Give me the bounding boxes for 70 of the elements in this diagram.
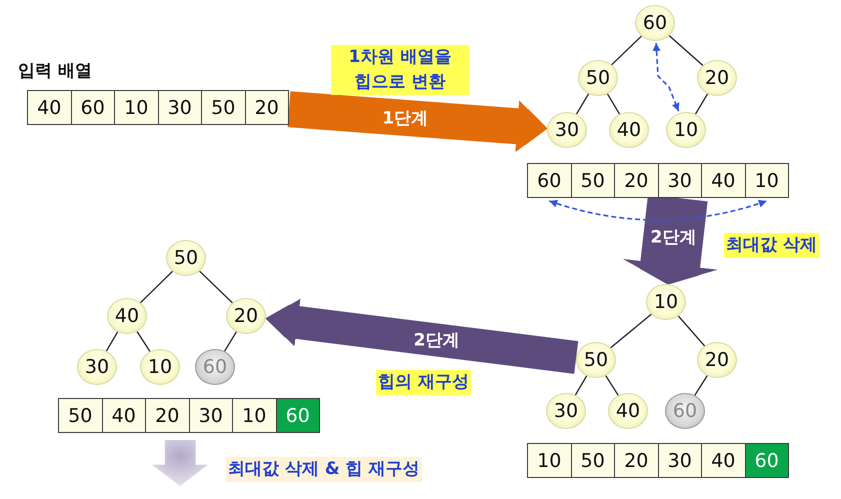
tree-node: 40 xyxy=(609,112,649,148)
tree-node: 60 xyxy=(635,5,675,41)
tree-node: 20 xyxy=(226,298,266,334)
array-cell: 40 xyxy=(27,90,72,125)
double-arrow xyxy=(549,200,767,221)
tree-edge xyxy=(136,331,150,352)
tree-edge xyxy=(605,375,619,396)
block-arrow xyxy=(288,91,548,152)
tree-edge xyxy=(574,376,588,396)
tree-node: 40 xyxy=(608,393,648,429)
tree-node: 40 xyxy=(107,298,147,334)
array-cell: 40 xyxy=(701,163,746,198)
tree-node: 10 xyxy=(140,349,180,385)
tree-edge xyxy=(610,314,652,348)
double-arrow xyxy=(652,42,680,112)
array-cell: 40 xyxy=(102,398,146,433)
tree-node: 50 xyxy=(578,60,618,96)
array-cell: 30 xyxy=(658,443,702,478)
array-cell: 20 xyxy=(244,90,289,125)
array-cell: 50 xyxy=(570,443,615,478)
array-cell: 10 xyxy=(232,398,276,433)
array-heading: 입력 배열 xyxy=(18,60,92,82)
tree-edge xyxy=(611,36,642,66)
step-caption: 힙의 재구성 xyxy=(376,370,471,395)
array-cell: 10 xyxy=(114,90,158,125)
tree-node: 10 xyxy=(666,112,706,148)
tree-node: 30 xyxy=(77,349,117,385)
tree-node: 50 xyxy=(576,342,616,378)
array-cell: 10 xyxy=(744,163,789,198)
tree-node: 10 xyxy=(646,284,686,320)
edge-label: 2단계 xyxy=(414,329,460,352)
step-caption: 최대값 삭제 xyxy=(724,233,819,258)
edge-label: 2단계 xyxy=(650,226,696,248)
step-caption: 최대값 삭제 & 힙 재구성 xyxy=(226,457,422,482)
tree-edge xyxy=(694,375,708,396)
edge-label: 1단계 xyxy=(382,107,428,130)
array-cell: 60 xyxy=(276,398,320,433)
tree-node: 60 xyxy=(195,349,235,385)
tree-node: 60 xyxy=(665,393,705,429)
array-cell: 50 xyxy=(58,398,102,433)
array-cell: 30 xyxy=(188,398,233,433)
array-cell: 20 xyxy=(614,163,658,198)
array-cell: 50 xyxy=(570,163,615,198)
array-cell: 20 xyxy=(145,398,190,433)
block-arrow xyxy=(265,298,578,374)
tree-node: 20 xyxy=(697,342,737,378)
tree-edge xyxy=(678,316,706,346)
tree-edge xyxy=(224,331,237,352)
array-cell: 60 xyxy=(70,90,115,125)
tree-edge xyxy=(140,270,173,304)
tree-node: 30 xyxy=(546,393,586,429)
tree-edge xyxy=(106,332,118,352)
array-cell: 50 xyxy=(201,90,246,125)
tree-edge xyxy=(694,94,708,114)
tree-node: 30 xyxy=(547,112,587,148)
tree-edge xyxy=(576,94,590,114)
array-cell: 60 xyxy=(744,443,789,478)
tree-node: 50 xyxy=(166,240,206,276)
tree-node: 20 xyxy=(697,60,737,96)
array-cell: 30 xyxy=(158,90,202,125)
array-cell: 60 xyxy=(527,163,572,198)
tree-edge xyxy=(199,270,233,304)
step-caption: 1차원 배열을 힙으로 변환 xyxy=(331,45,469,95)
array-cell: 30 xyxy=(658,163,702,198)
array-cell: 40 xyxy=(701,443,746,478)
tree-edge xyxy=(606,94,620,114)
array-cell: 10 xyxy=(527,443,572,478)
array-cell: 20 xyxy=(614,443,658,478)
tree-edge xyxy=(668,35,704,66)
block-arrow xyxy=(152,440,208,486)
